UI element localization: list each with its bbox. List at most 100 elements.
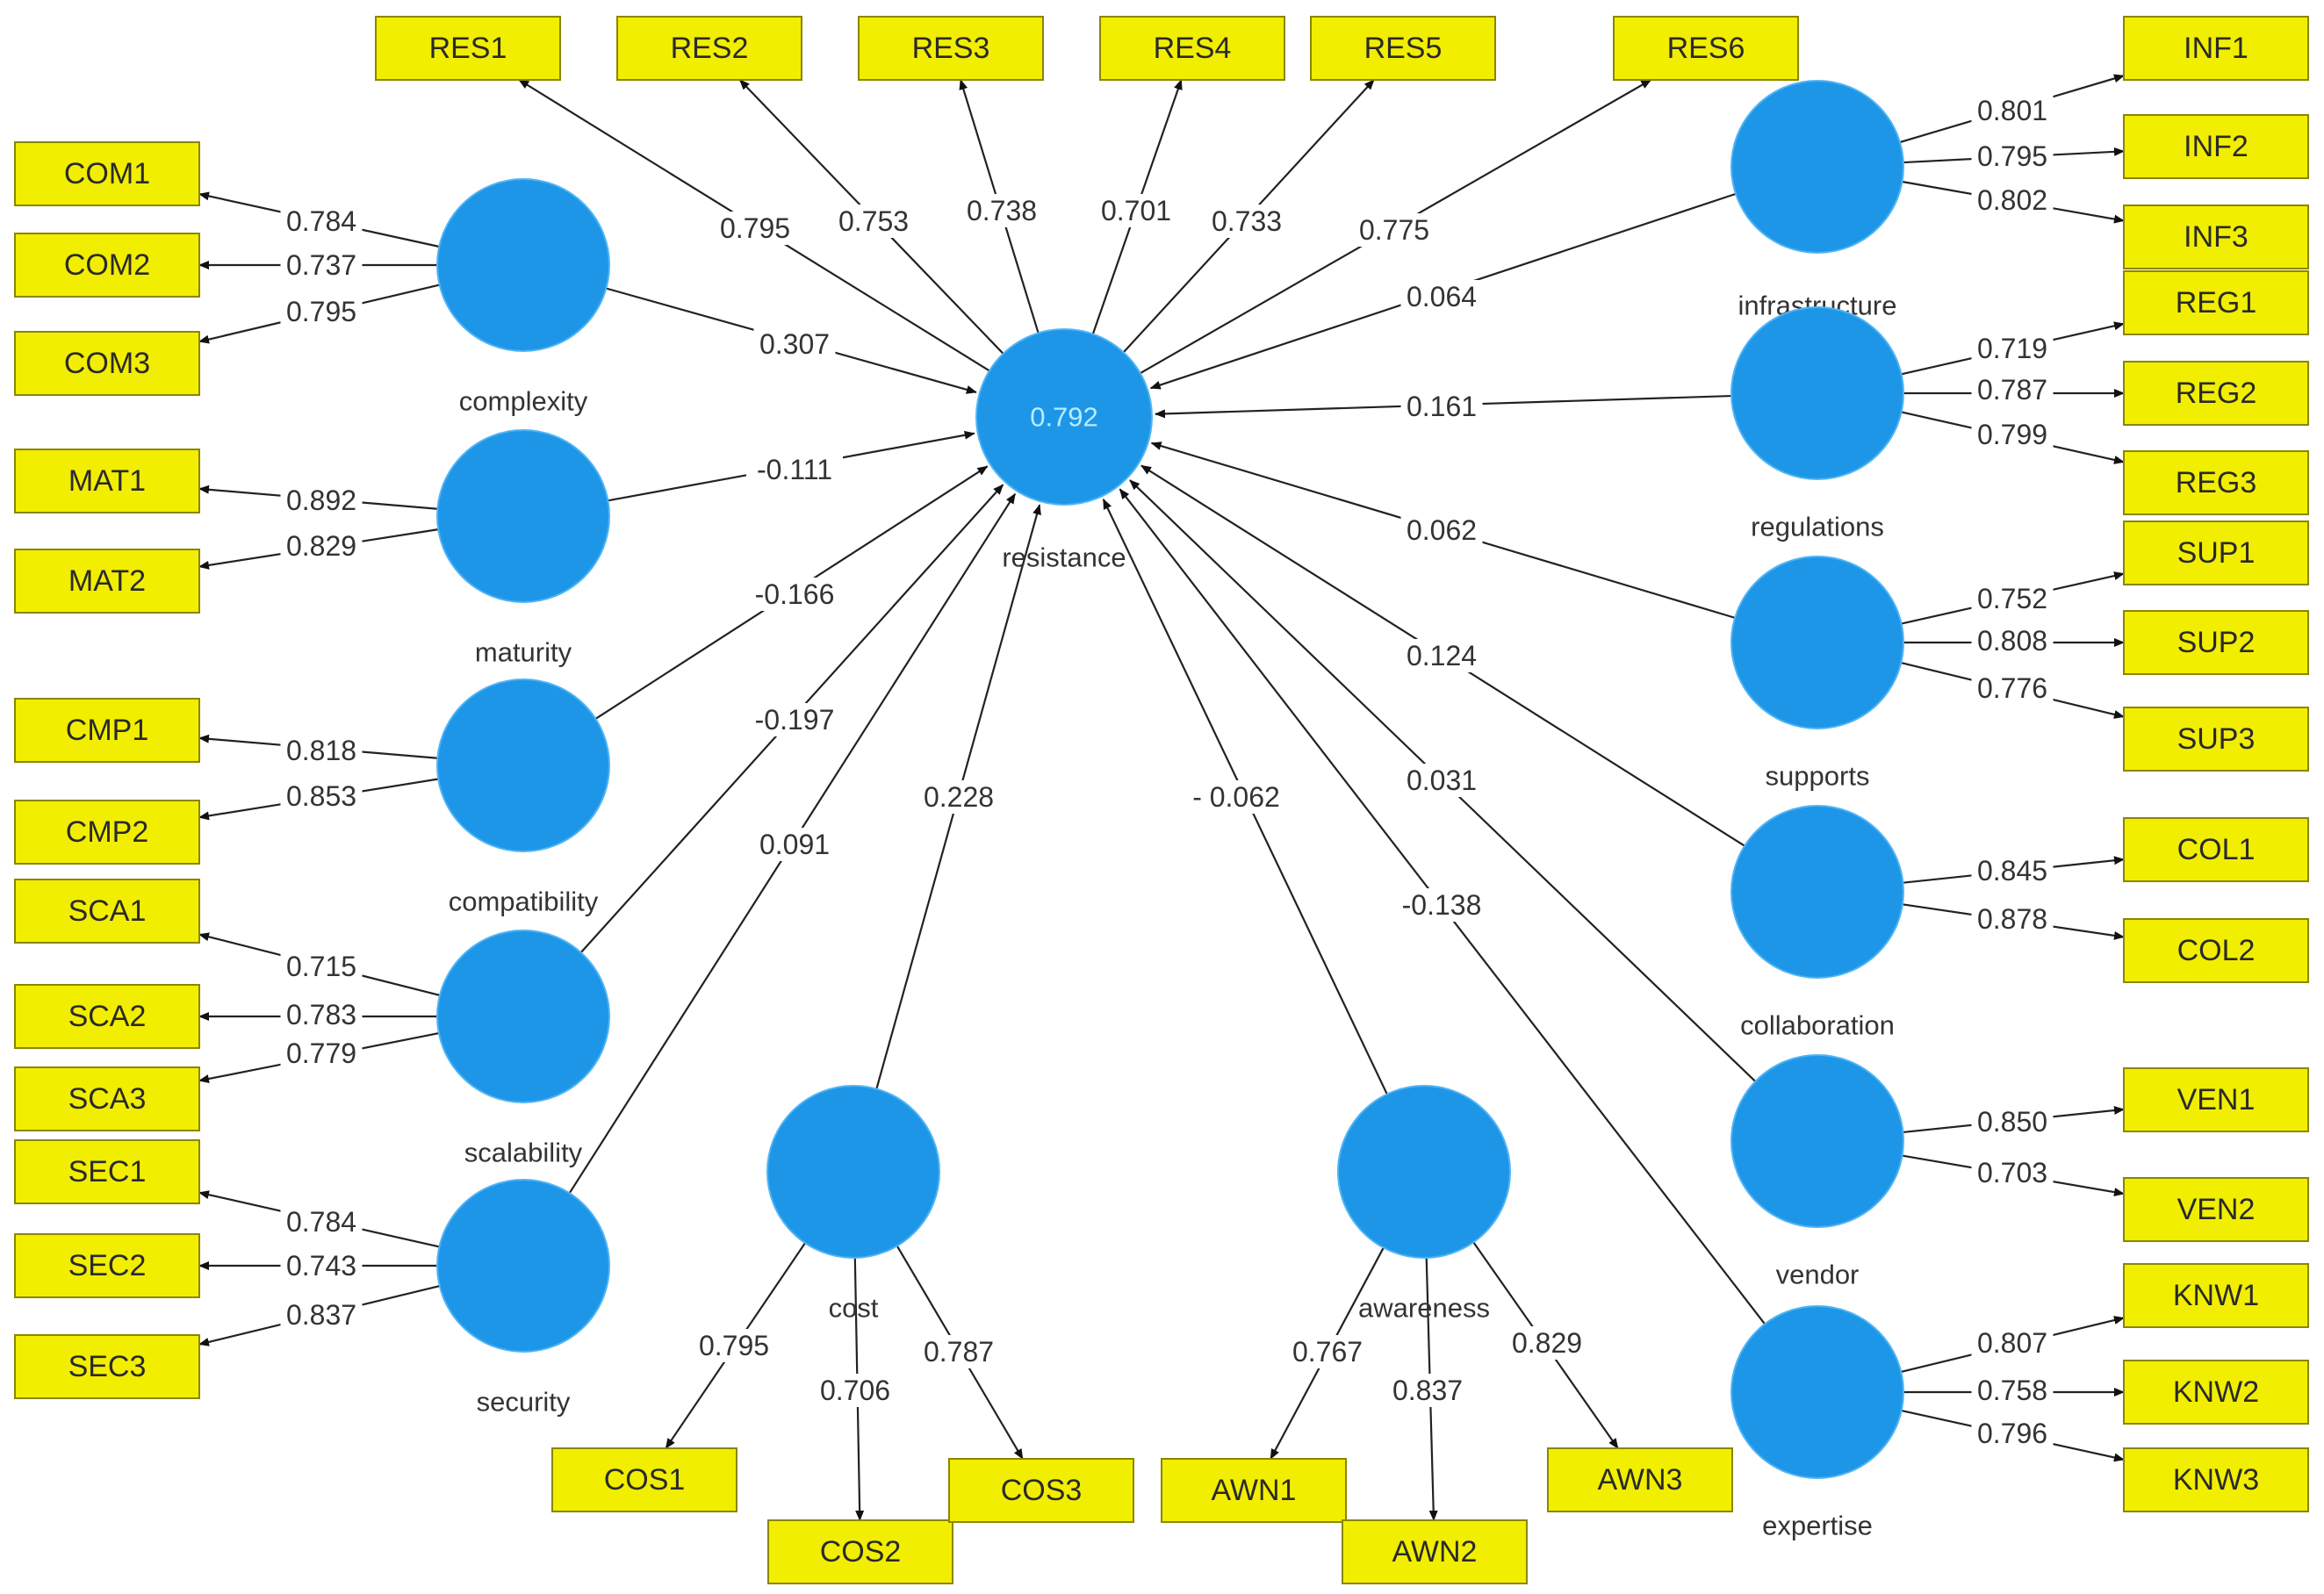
indicator-cmp2[interactable]: CMP2	[14, 800, 200, 865]
indicator-com2[interactable]: COM2	[14, 233, 200, 298]
indicator-ven2[interactable]: VEN2	[2123, 1177, 2309, 1242]
construct-scalability[interactable]: scalability	[436, 930, 610, 1168]
indicator-label: RES5	[1364, 32, 1443, 65]
outer-loading-mat1-text: 0.892	[286, 485, 356, 516]
indicator-sec2[interactable]: SEC2	[14, 1233, 200, 1298]
outer-loading-reg3-text: 0.799	[1977, 419, 2047, 450]
indicator-inf2[interactable]: INF2	[2123, 114, 2309, 179]
path-coefficient-compatibility: -0.166	[746, 578, 843, 611]
indicator-sca1[interactable]: SCA1	[14, 879, 200, 944]
indicator-inf1[interactable]: INF1	[2123, 16, 2309, 81]
indicator-res6[interactable]: RES6	[1613, 16, 1799, 81]
outer-loading-inf2-text: 0.795	[1977, 140, 2047, 172]
outer-loading-col2: 0.878	[1971, 902, 2054, 936]
indicator-inf3[interactable]: INF3	[2123, 205, 2309, 269]
indicator-box	[2123, 918, 2309, 983]
indicator-label: COL2	[2177, 934, 2256, 967]
indicator-reg3[interactable]: REG3	[2123, 450, 2309, 515]
construct-infrastructure[interactable]: infrastructure	[1730, 80, 1904, 321]
indicator-box	[14, 331, 200, 396]
construct-maturity[interactable]: maturity	[436, 429, 610, 668]
indicator-label: RES3	[912, 32, 990, 65]
indicator-label: SEC2	[68, 1249, 147, 1282]
indicator-sca3[interactable]: SCA3	[14, 1066, 200, 1131]
indicator-res4[interactable]: RES4	[1099, 16, 1285, 81]
indicator-box	[1310, 16, 1496, 81]
indicator-ven1[interactable]: VEN1	[2123, 1067, 2309, 1132]
indicator-sca2[interactable]: SCA2	[14, 984, 200, 1049]
indicator-box	[1099, 16, 1285, 81]
outer-loading-res6-text: 0.775	[1359, 214, 1429, 246]
outer-loading-sec1: 0.784	[280, 1205, 363, 1239]
indicator-mat1[interactable]: MAT1	[14, 449, 200, 513]
outer-loading-knw1-text: 0.807	[1977, 1327, 2047, 1359]
indicator-sup2[interactable]: SUP2	[2123, 610, 2309, 675]
indicator-awn3[interactable]: AWN3	[1547, 1447, 1733, 1512]
indicator-res2[interactable]: RES2	[616, 16, 802, 81]
indicator-knw2[interactable]: KNW2	[2123, 1360, 2309, 1425]
path-coefficient-infrastructure-text: 0.064	[1407, 281, 1477, 312]
indicator-col1[interactable]: COL1	[2123, 817, 2309, 882]
construct-circle	[1730, 1305, 1904, 1479]
indicator-cmp1[interactable]: CMP1	[14, 698, 200, 763]
indicator-box	[14, 698, 200, 763]
construct-cost[interactable]: cost	[766, 1085, 940, 1324]
outer-loading-sca3-text: 0.779	[286, 1038, 356, 1069]
indicator-label: AWN2	[1392, 1535, 1478, 1569]
indicator-com3[interactable]: COM3	[14, 331, 200, 396]
construct-awareness[interactable]: awareness	[1337, 1085, 1511, 1324]
indicator-box	[14, 1334, 200, 1399]
indicator-reg2[interactable]: REG2	[2123, 361, 2309, 426]
construct-complexity[interactable]: complexity	[436, 178, 610, 417]
indicator-sec1[interactable]: SEC1	[14, 1139, 200, 1204]
indicator-sup3[interactable]: SUP3	[2123, 707, 2309, 772]
indicator-cos3[interactable]: COS3	[948, 1458, 1134, 1523]
indicator-label: VEN2	[2177, 1193, 2256, 1226]
construct-expertise[interactable]: expertise	[1730, 1305, 1904, 1541]
indicator-label: SEC1	[68, 1155, 147, 1188]
indicator-box	[14, 984, 200, 1049]
outer-loading-cos1: 0.795	[693, 1329, 775, 1362]
indicator-box	[2123, 707, 2309, 772]
indicator-knw3[interactable]: KNW3	[2123, 1447, 2309, 1512]
edge-label-background	[1971, 624, 2054, 657]
indicator-label: REG3	[2176, 466, 2257, 499]
construct-circle	[436, 930, 610, 1103]
indicator-cos1[interactable]: COS1	[551, 1447, 737, 1512]
outer-loading-res3: 0.738	[961, 194, 1043, 227]
indicator-res1[interactable]: RES1	[375, 16, 561, 81]
edge-label-background	[1971, 183, 2054, 217]
indicator-awn1[interactable]: AWN1	[1161, 1458, 1347, 1523]
indicator-res3[interactable]: RES3	[858, 16, 1044, 81]
construct-label: collaboration	[1740, 1010, 1895, 1041]
outer-loading-knw3: 0.796	[1971, 1417, 2054, 1450]
construct-supports[interactable]: supports	[1730, 556, 1904, 792]
outer-loading-res6: 0.775	[1353, 213, 1435, 247]
construct-vendor[interactable]: vendor	[1730, 1054, 1904, 1290]
indicator-sec3[interactable]: SEC3	[14, 1334, 200, 1399]
construct-compatibility[interactable]: compatibility	[436, 679, 610, 917]
construct-collaboration[interactable]: collaboration	[1730, 805, 1904, 1041]
indicator-sup1[interactable]: SUP1	[2123, 521, 2309, 585]
indicator-knw1[interactable]: KNW1	[2123, 1263, 2309, 1328]
outer-loading-awn3-text: 0.829	[1512, 1327, 1582, 1359]
construct-regulations[interactable]: regulations	[1730, 306, 1904, 542]
outer-loading-res2: 0.753	[832, 205, 915, 238]
outer-loading-ven1: 0.850	[1971, 1105, 2054, 1138]
indicator-res5[interactable]: RES5	[1310, 16, 1496, 81]
indicator-awn2[interactable]: AWN2	[1342, 1519, 1528, 1584]
construct-security[interactable]: security	[436, 1179, 610, 1418]
indicator-cos2[interactable]: COS2	[767, 1519, 953, 1584]
edge-label-background	[1971, 671, 2054, 705]
edge-label-background	[280, 779, 363, 813]
outer-loading-sec1-text: 0.784	[286, 1206, 356, 1238]
edge-label-background	[280, 1205, 363, 1239]
indicator-mat2[interactable]: MAT2	[14, 549, 200, 614]
indicator-com1[interactable]: COM1	[14, 141, 200, 206]
path-coefficient-cost-text: 0.228	[924, 781, 994, 813]
edge-label-background	[280, 1249, 363, 1282]
indicator-reg1[interactable]: REG1	[2123, 270, 2309, 335]
indicator-col2[interactable]: COL2	[2123, 918, 2309, 983]
construct-circle	[1730, 306, 1904, 480]
